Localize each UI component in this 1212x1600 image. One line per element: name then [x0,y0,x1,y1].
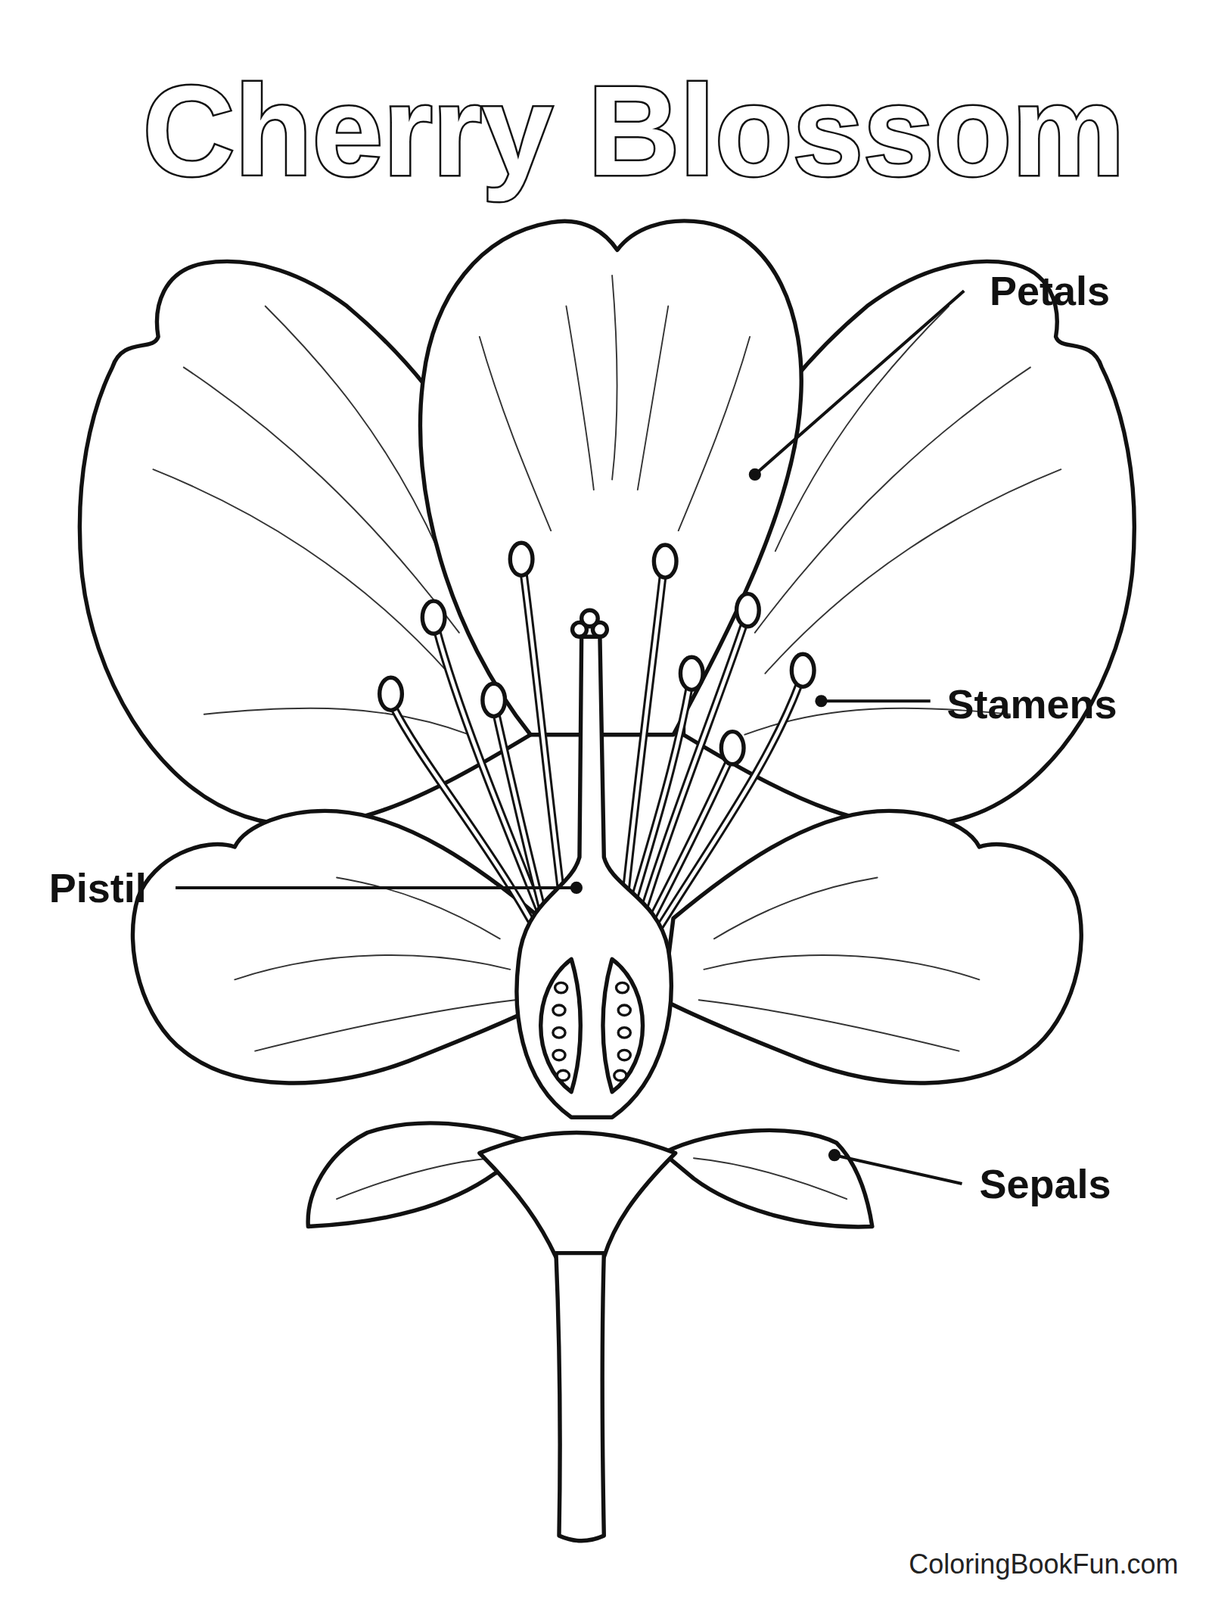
sepal-group [307,1122,873,1541]
leader-lines [175,290,964,1184]
part-label: Pistil [49,867,147,908]
part-label: Stamens [946,683,1117,725]
petal [663,810,1082,1083]
pistil [516,609,672,1117]
watermark: ColoringBookFun.com [908,1550,1178,1578]
page-title: Cherry Blossom [142,67,1125,195]
part-label: Sepals [979,1162,1112,1204]
part-label: Petals [989,270,1110,311]
petal [419,220,802,735]
